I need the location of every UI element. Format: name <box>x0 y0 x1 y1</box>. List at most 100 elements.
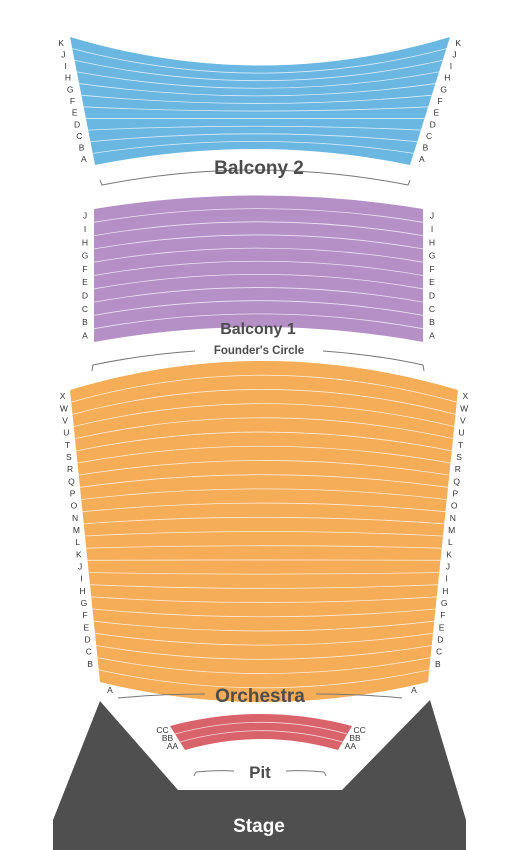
row-label-right: H <box>444 73 450 83</box>
row-label-left: A <box>81 154 87 164</box>
row-label-right: V <box>460 415 466 425</box>
row-label-left: R <box>67 464 73 474</box>
row-divider <box>72 48 447 74</box>
row-label-left: Q <box>68 476 75 486</box>
row-label-left: F <box>70 96 75 106</box>
founders-circle-label[interactable]: Founder's Circle <box>214 345 304 357</box>
row-divider <box>93 274 424 290</box>
row-label-right: N <box>450 513 456 523</box>
balcony-1-shape[interactable] <box>94 195 423 343</box>
row-label-left: J <box>83 211 87 221</box>
orchestra-label: Orchestra <box>215 686 305 707</box>
row-divider <box>76 431 452 452</box>
row-label-left: N <box>72 513 78 523</box>
row-label-left: D <box>74 119 80 129</box>
row-label-left: G <box>81 598 88 608</box>
row-label-left: K <box>76 549 82 559</box>
row-label-left: J <box>78 561 82 571</box>
row-divider <box>74 417 454 440</box>
row-label-right: H <box>429 237 435 247</box>
row-label-left: M <box>73 525 80 535</box>
row-divider <box>81 488 447 500</box>
row-label-right: D <box>430 119 436 129</box>
row-label-right: CC <box>354 725 366 735</box>
row-label-left: E <box>72 108 78 118</box>
row-label-left: I <box>64 61 66 71</box>
row-divider <box>93 313 424 330</box>
row-label-right: AA <box>345 741 357 751</box>
row-divider <box>97 657 431 674</box>
row-label-left: C <box>76 131 82 141</box>
row-divider <box>98 669 430 689</box>
row-label-right: I <box>445 574 447 584</box>
row-label-right: W <box>460 403 468 413</box>
balcony-2-bracket <box>99 169 411 186</box>
row-label-left: H <box>82 237 88 247</box>
row-label-right: B <box>435 659 441 669</box>
row-label-left: W <box>60 403 68 413</box>
row-label-right: S <box>456 452 462 462</box>
row-label-left: C <box>82 304 88 314</box>
row-label-right: X <box>463 391 469 401</box>
row-divider <box>83 516 445 525</box>
row-divider <box>93 234 424 250</box>
row-divider <box>73 403 455 427</box>
row-label-right: A <box>429 330 435 340</box>
row-label-right: Q <box>453 476 460 486</box>
row-divider <box>90 133 418 143</box>
row-label-right: F <box>440 610 445 620</box>
row-divider <box>89 584 439 589</box>
row-label-left: H <box>80 586 86 596</box>
row-label-right: G <box>441 598 448 608</box>
row-label-right: K <box>446 549 452 559</box>
pit-bracket <box>193 770 327 777</box>
row-divider <box>81 94 432 104</box>
row-divider <box>92 608 436 618</box>
stage-shape <box>53 700 466 850</box>
row-label-right: M <box>448 525 455 535</box>
row-divider <box>92 141 414 154</box>
row-label-right: L <box>448 537 453 547</box>
row-label-left: G <box>67 84 74 94</box>
row-label-right: E <box>434 108 440 118</box>
row-label-right: D <box>429 290 435 300</box>
balcony-2-row-lines <box>72 48 447 154</box>
row-divider <box>76 71 440 89</box>
row-divider <box>88 125 421 131</box>
row-divider <box>93 287 424 303</box>
row-label-right: R <box>455 464 461 474</box>
row-label-left: L <box>75 537 80 547</box>
row-label-left: U <box>63 428 69 438</box>
row-label-right: C <box>429 304 435 314</box>
orchestra-row-lines <box>71 374 457 689</box>
row-divider <box>94 632 434 646</box>
row-divider <box>96 645 432 660</box>
balcony-1-label: Balcony 1 <box>220 321 296 338</box>
row-divider <box>79 474 449 488</box>
row-label-right: G <box>429 251 436 261</box>
row-divider <box>83 106 429 112</box>
row-label-left: B <box>82 317 88 327</box>
row-label-right: J <box>430 211 434 221</box>
row-divider <box>93 620 435 632</box>
row-label-left: E <box>82 277 88 287</box>
row-label-left: A <box>82 330 88 340</box>
row-label-left: AA <box>167 741 179 751</box>
pit-shape[interactable] <box>170 714 352 750</box>
row-label-left: I <box>84 224 86 234</box>
row-label-right: E <box>439 622 445 632</box>
row-divider <box>93 221 424 236</box>
row-label-left: CC <box>156 725 168 735</box>
row-label-right: G <box>440 84 447 94</box>
balcony-2-shape[interactable] <box>70 37 450 165</box>
row-label-right: F <box>437 96 442 106</box>
row-label-right: O <box>451 501 458 511</box>
